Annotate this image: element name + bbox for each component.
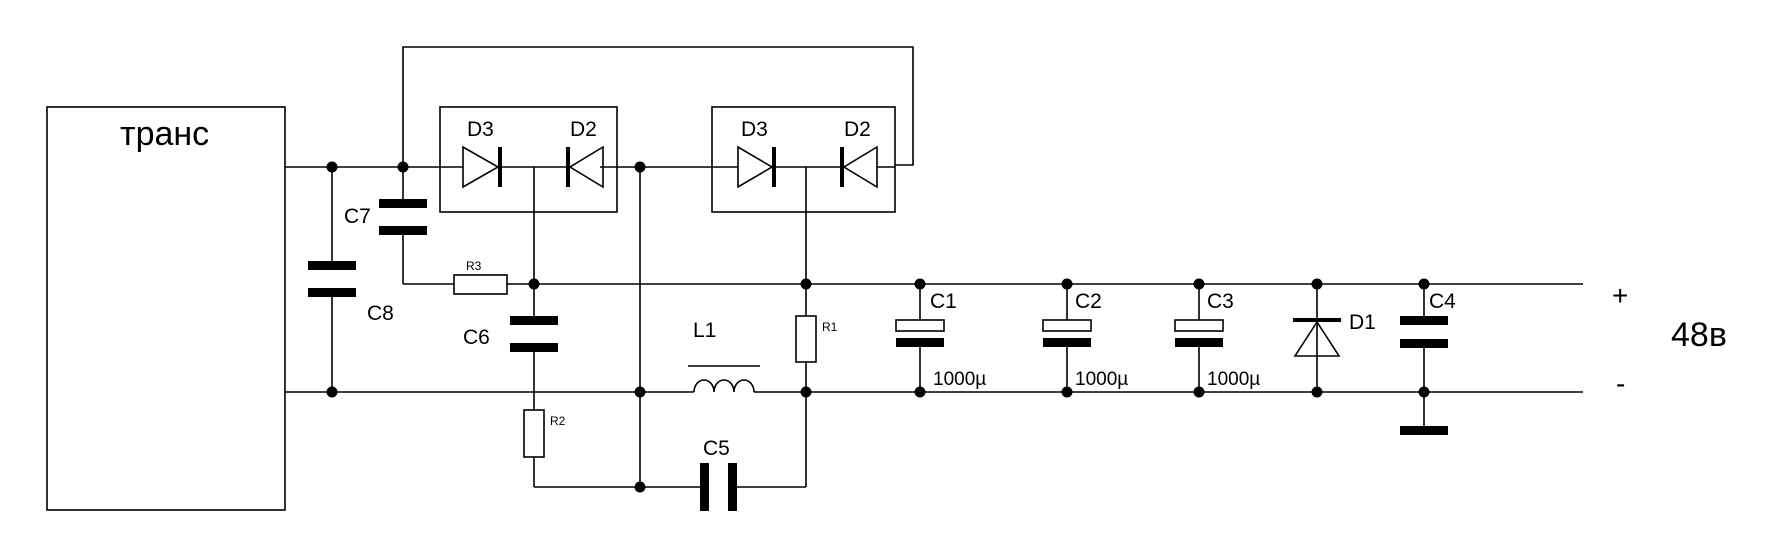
svg-text:C7: C7 (344, 205, 371, 228)
transformer-label: транс (120, 115, 209, 153)
d2-left-label: D2 (570, 118, 597, 141)
inductor-l1: L1 (688, 319, 760, 393)
svg-text:C3: C3 (1207, 290, 1234, 313)
capacitor-c6: C6 (463, 316, 558, 352)
svg-text:R2: R2 (550, 414, 566, 428)
d3-right-label: D3 (741, 118, 768, 141)
diode-pack-left: D3 D2 (439, 106, 618, 213)
resistor-r3: R3 (453, 259, 508, 295)
diode-d2-right-symbol (842, 145, 878, 189)
ground-plate (1400, 426, 1448, 435)
diode-d3-left-symbol (462, 145, 500, 189)
svg-text:C1: C1 (930, 290, 957, 313)
svg-text:R1: R1 (822, 320, 838, 334)
svg-text:C8: C8 (367, 302, 394, 325)
svg-text:1000µ: 1000µ (1207, 369, 1260, 390)
transformer-block (46, 106, 286, 511)
diode-d3-right-symbol (737, 145, 774, 189)
capacitor-c8: C8 (308, 261, 394, 325)
capacitor-c2: C2 1000µ (1042, 290, 1128, 390)
svg-text:1000µ: 1000µ (933, 369, 986, 390)
capacitor-c5: C5 (700, 437, 737, 511)
d3-left-label: D3 (467, 118, 494, 141)
junction-dots (326, 161, 1430, 493)
capacitor-c4: C4 (1400, 290, 1456, 435)
svg-text:C2: C2 (1075, 290, 1102, 313)
svg-text:C6: C6 (463, 326, 490, 349)
output-plus-label: + (1612, 280, 1628, 311)
output-minus-label: - (1616, 368, 1625, 399)
capacitor-c1: C1 1000µ (895, 290, 986, 390)
diode-d1: D1 (1293, 311, 1376, 357)
wires (285, 46, 1583, 488)
svg-text:C4: C4 (1429, 290, 1456, 313)
diode-d2-left-symbol (568, 145, 604, 189)
svg-text:R3: R3 (466, 259, 482, 273)
resistor-r1: R1 (795, 315, 838, 363)
output-voltage-label: 48в (1671, 316, 1727, 354)
svg-text:L1: L1 (693, 319, 716, 342)
svg-text:C5: C5 (703, 437, 730, 460)
capacitor-c3: C3 1000µ (1174, 290, 1260, 390)
resistor-r2: R2 (523, 409, 566, 458)
capacitor-c7: C7 (344, 199, 427, 235)
d2-right-label: D2 (844, 118, 871, 141)
svg-text:D1: D1 (1349, 311, 1376, 334)
svg-text:1000µ: 1000µ (1075, 369, 1128, 390)
diode-pack-right: D3 D2 (711, 106, 896, 213)
